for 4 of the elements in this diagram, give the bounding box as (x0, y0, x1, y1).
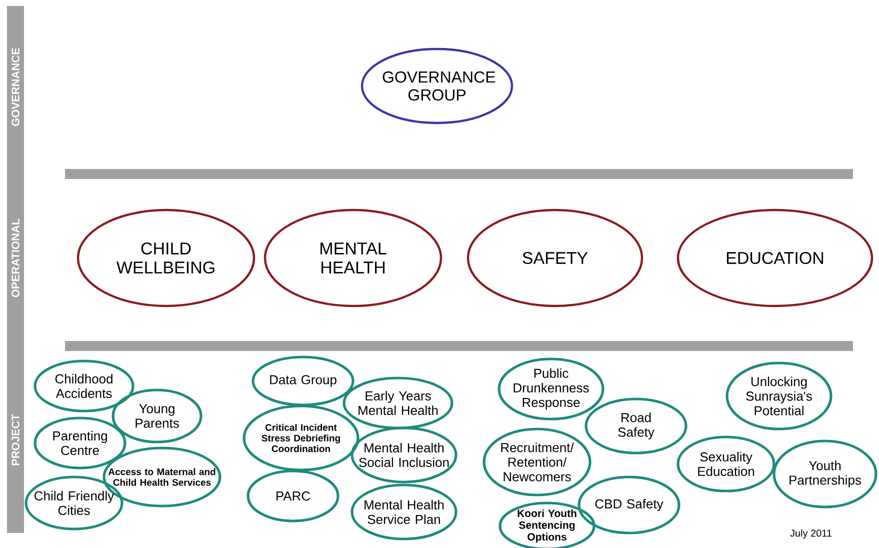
tier-label: OPERATIONAL (12, 218, 20, 298)
tier-label: GOVERNANCE (12, 48, 20, 126)
date-label: July 2011 (790, 529, 832, 539)
tier-label: PROJECT (12, 414, 20, 466)
